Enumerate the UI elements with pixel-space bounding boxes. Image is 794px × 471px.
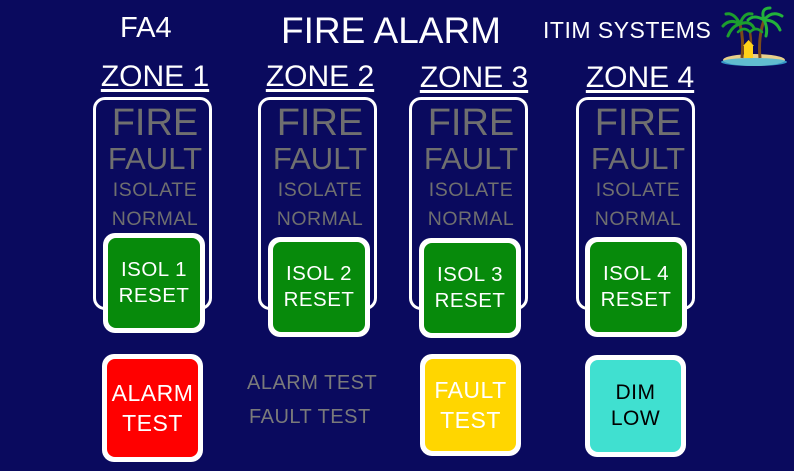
panel-model: FA4 [120,12,172,44]
alarm-test-status: ALARM TEST [247,372,378,394]
zone-1-title: ZONE 1 [100,60,210,93]
zone-4-isol-reset-face: ISOL 4 RESET [590,242,682,332]
palm-island-icon [720,6,788,68]
dim-low-button[interactable]: DIM LOW [585,355,686,457]
zone-3-reset-label-line1: ISOL 3 [436,263,504,286]
dim-label-line1: DIM [615,381,656,404]
zone-2-normal-indicator: NORMAL [276,208,364,230]
fault-test-status: FAULT TEST [249,406,371,428]
zone-2-reset-label-line2: RESET [283,288,355,311]
zone-2-isolate-indicator: ISOLATE [277,179,363,201]
zone-1-isol-reset-button[interactable]: ISOL 1 RESET [103,233,205,333]
alarm-test-label-line2: TEST [122,410,183,436]
zone-2-fire-indicator: FIRE [276,102,364,144]
zone-1-reset-label-line2: RESET [118,284,190,307]
fault-test-label-line1: FAULT [434,377,507,403]
fault-test-face: FAULT TEST [425,359,516,451]
zone-4-isol-reset-button[interactable]: ISOL 4 RESET [585,237,687,337]
zone-3-reset-label-line2: RESET [434,289,506,312]
zone-2-isol-reset-button[interactable]: ISOL 2 RESET [268,237,370,337]
zone-1-fire-indicator: FIRE [111,102,199,144]
alarm-test-label-line1: ALARM [111,380,194,406]
zone-2-title: ZONE 2 [265,60,375,93]
zone-4-isolate-indicator: ISOLATE [595,179,681,201]
company-name: ITIM SYSTEMS [543,17,712,43]
zone-4-reset-label-line2: RESET [600,288,672,311]
zone-4-reset-label-line1: ISOL 4 [602,262,670,285]
zone-3-fire-indicator: FIRE [427,102,515,144]
fault-test-button[interactable]: FAULT TEST [420,354,521,456]
zone-1-fault-indicator: FAULT [107,141,203,176]
zone-3-normal-indicator: NORMAL [427,208,515,230]
zone-4-fire-indicator: FIRE [594,102,682,144]
zone-2-reset-label-line1: ISOL 2 [285,262,353,285]
page-title: FIRE ALARM [281,10,501,51]
dim-label-line2: LOW [610,407,661,430]
zone-4-normal-indicator: NORMAL [594,208,682,230]
dim-low-face: DIM LOW [590,360,681,452]
zone-4-fault-indicator: FAULT [590,141,686,176]
alarm-test-face: ALARM TEST [107,359,198,457]
zone-1-normal-indicator: NORMAL [111,208,199,230]
zone-4-title: ZONE 4 [585,61,695,94]
zone-3-fault-indicator: FAULT [423,141,519,176]
zone-1-isol-reset-face: ISOL 1 RESET [108,238,200,328]
zone-3-isolate-indicator: ISOLATE [428,179,514,201]
zone-3-isol-reset-button[interactable]: ISOL 3 RESET [419,238,521,338]
zone-2-isol-reset-face: ISOL 2 RESET [273,242,365,332]
alarm-test-button[interactable]: ALARM TEST [102,354,203,462]
fault-test-label-line2: TEST [440,407,501,433]
zone-1-reset-label-line1: ISOL 1 [120,258,188,281]
zone-3-isol-reset-face: ISOL 3 RESET [424,243,516,333]
zone-1-isolate-indicator: ISOLATE [112,179,198,201]
zone-3-title: ZONE 3 [419,61,529,94]
zone-2-fault-indicator: FAULT [272,141,368,176]
